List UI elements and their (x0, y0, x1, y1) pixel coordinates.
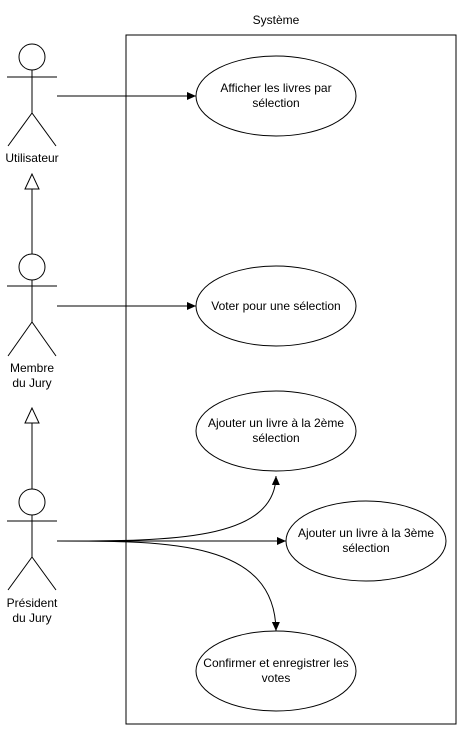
actor-utilisateur[interactable] (7, 43, 57, 147)
system-boundary (125, 34, 457, 725)
generalization-membre-to-utilisateur (24, 172, 40, 254)
generalization-president-to-membre (24, 406, 40, 489)
use-case-ajouter-2eme[interactable] (195, 390, 357, 472)
use-case-ajouter3-line2: sélection (342, 541, 389, 555)
association-president-confirmer (56, 540, 280, 632)
use-case-confirmer-votes[interactable] (195, 630, 357, 712)
actor-president-label-line2: du Jury (12, 611, 51, 625)
actor-president-du-jury[interactable] (7, 488, 57, 591)
association-president-ajouter2 (56, 475, 280, 542)
use-case-voter-line1: Voter pour une sélection (211, 299, 340, 313)
use-case-confirmer-line1: Confirmer et enregistrer les (203, 656, 348, 670)
actor-president-label-line1: Président (7, 596, 58, 610)
actor-membre-label-line2: du Jury (12, 376, 51, 390)
system-title: Système (253, 13, 300, 27)
use-case-afficher-line1: Afficher les livres par (220, 81, 331, 95)
use-case-ajouter3-line1: Ajouter un livre à la 3ème (298, 526, 434, 540)
actor-membre-du-jury[interactable] (7, 253, 57, 357)
use-case-confirmer-line2: votes (262, 671, 291, 685)
use-case-ajouter2-line2: sélection (252, 431, 299, 445)
actor-membre-label-line1: Membre (10, 361, 54, 375)
use-case-ajouter-3eme[interactable] (285, 500, 447, 582)
actor-utilisateur-label: Utilisateur (5, 151, 58, 165)
use-case-voter-selection[interactable] (195, 265, 357, 347)
use-case-ajouter2-line1: Ajouter un livre à la 2ème (208, 416, 344, 430)
use-case-afficher-livres[interactable] (195, 55, 357, 137)
use-case-afficher-line2: sélection (252, 96, 299, 110)
